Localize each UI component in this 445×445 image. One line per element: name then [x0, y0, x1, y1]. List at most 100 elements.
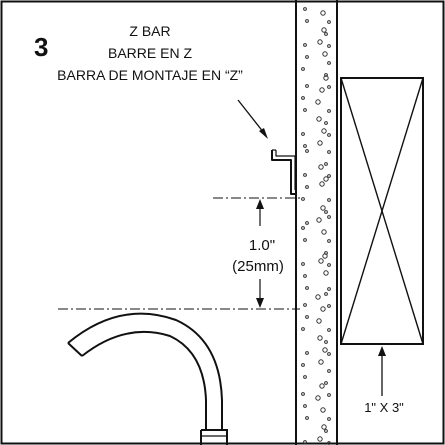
drywall-speck	[324, 429, 328, 433]
drywall-speck	[305, 221, 309, 225]
drywall-speck	[317, 140, 323, 146]
drywall-speck	[303, 173, 307, 177]
drywall-speck	[319, 87, 325, 93]
drywall-speck	[318, 359, 324, 365]
drywall-speck	[327, 150, 331, 154]
title-french: BARRE EN Z	[108, 45, 192, 61]
drywall-texture	[301, 7, 331, 445]
drywall-speck	[315, 395, 321, 401]
drywall-speck	[305, 315, 309, 319]
drywall-speck	[305, 416, 309, 420]
drywall-speck	[301, 327, 305, 331]
drywall-speck	[327, 417, 331, 421]
drywall-speck	[324, 121, 328, 125]
drywall-speck	[305, 149, 309, 153]
drywall-speck	[301, 363, 305, 367]
dimension-arrows	[256, 199, 264, 308]
drywall-speck	[301, 67, 305, 71]
drywall-speck	[301, 132, 305, 136]
drywall-speck	[301, 392, 305, 396]
drywall-speck	[322, 51, 328, 57]
drywall-speck	[324, 251, 328, 255]
drywall-speck	[320, 205, 326, 211]
drywall-speck	[320, 10, 326, 16]
stud-pointer-arrow	[378, 346, 386, 396]
drywall-speck	[327, 44, 331, 48]
z-bar-icon	[271, 149, 296, 195]
title-english: Z BAR	[129, 23, 170, 39]
drywall-speck	[327, 85, 331, 89]
drywall-speck	[321, 229, 327, 235]
drywall-speck	[303, 108, 307, 112]
drywall-speck	[303, 440, 307, 444]
drywall-speck	[316, 217, 322, 223]
drywall-speck	[327, 287, 331, 291]
z-bar-pointer-arrow	[237, 99, 268, 139]
drywall-speck	[324, 381, 328, 385]
drywall-speck	[324, 32, 328, 36]
wall-drywall	[295, 0, 338, 445]
drywall-speck	[324, 340, 328, 344]
drywall-speck	[305, 19, 309, 23]
drywall-speck	[303, 375, 307, 379]
dimension-inches: 1.0"	[249, 237, 275, 254]
drywall-speck	[316, 318, 322, 324]
title-spanish: BARRA DE MONTAJE EN “Z”	[57, 67, 243, 83]
drywall-speck	[303, 144, 307, 148]
drywall-speck	[305, 351, 309, 355]
drywall-speck	[324, 210, 328, 214]
drywall-speck	[301, 262, 305, 266]
drywall-speck	[321, 424, 327, 430]
drywall-speck	[305, 286, 309, 290]
drywall-speck	[327, 441, 331, 445]
drywall-speck	[319, 181, 325, 187]
faucet-spout-icon	[67, 312, 228, 445]
drywall-speck	[327, 263, 331, 267]
drywall-speck	[323, 176, 329, 182]
drywall-speck	[324, 292, 328, 296]
drywall-speck	[327, 198, 331, 202]
drywall-speck	[320, 306, 326, 312]
drywall-speck	[324, 162, 328, 166]
drywall-speck	[301, 197, 305, 201]
drywall-speck	[303, 238, 307, 242]
drywall-speck	[317, 436, 323, 442]
drywall-speck	[327, 133, 331, 137]
drywall-speck	[327, 215, 331, 219]
drywall-speck	[319, 383, 325, 389]
drywall-speck	[303, 274, 307, 278]
drywall-speck	[318, 164, 324, 170]
drywall-speck	[303, 303, 307, 307]
drywall-speck	[327, 304, 331, 308]
stud-label: 1" X 3"	[364, 400, 404, 415]
drywall-speck	[315, 294, 321, 300]
drywall-speck	[327, 328, 331, 332]
drywall-speck	[327, 20, 331, 24]
drywall-speck	[321, 27, 327, 33]
dimension-metric: (25mm)	[232, 258, 284, 275]
drywall-speck	[327, 61, 331, 65]
drywall-speck	[303, 404, 307, 408]
drywall-speck	[305, 55, 309, 59]
drywall-speck	[315, 99, 321, 105]
drywall-speck	[327, 352, 331, 356]
drywall-speck	[321, 128, 327, 134]
drywall-speck	[320, 407, 326, 413]
drywall-speck	[303, 43, 307, 47]
drywall-speck	[318, 258, 324, 264]
drywall-speck	[327, 239, 331, 243]
drywall-speck	[317, 39, 323, 45]
drywall-speck	[327, 369, 331, 373]
stud-x-cross-section-icon	[340, 77, 424, 345]
drywall-speck	[305, 185, 309, 189]
drywall-speck	[322, 347, 328, 353]
drywall-speck	[327, 109, 331, 113]
drywall-speck	[327, 393, 331, 397]
drywall-speck	[317, 335, 323, 341]
drywall-speck	[323, 75, 329, 81]
drywall-speck	[305, 84, 309, 88]
drywall-speck	[301, 96, 305, 100]
drywall-speck	[301, 226, 305, 230]
